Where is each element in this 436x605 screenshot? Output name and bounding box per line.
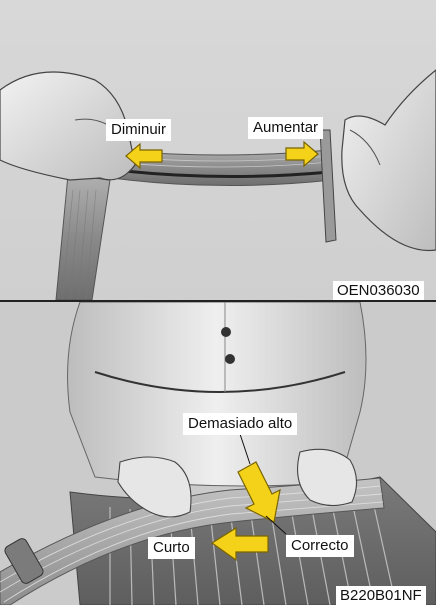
label-correct: Correcto bbox=[286, 535, 354, 557]
button-1 bbox=[221, 327, 231, 337]
right-hand bbox=[342, 70, 436, 251]
belt-adjust-illustration bbox=[0, 0, 436, 300]
label-short: Curto bbox=[148, 537, 195, 559]
figure-code-top: OEN036030 bbox=[333, 281, 424, 300]
buckle-plate bbox=[320, 130, 336, 242]
figure-code-bottom: B220B01NF bbox=[336, 586, 426, 605]
button-2 bbox=[225, 354, 235, 364]
bottom-illustration-panel: Demasiado alto Curto Correcto B220B01NF bbox=[0, 302, 436, 605]
label-decrease: Diminuir bbox=[106, 119, 171, 141]
lap-belt-illustration bbox=[0, 302, 436, 605]
top-illustration-panel: Diminuir Aumentar OEN036030 bbox=[0, 0, 436, 300]
label-increase: Aumentar bbox=[248, 117, 323, 139]
label-too-high: Demasiado alto bbox=[183, 413, 297, 435]
